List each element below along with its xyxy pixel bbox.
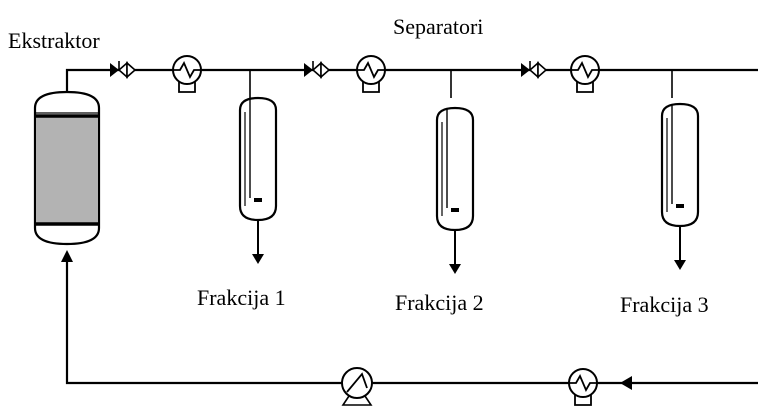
heat-exchanger-3: [570, 55, 600, 93]
extractor-outlet-pipe: [65, 68, 758, 92]
separator-2: [435, 106, 475, 276]
valve-3: [520, 60, 547, 78]
heat-exchanger-2: [356, 55, 386, 93]
fraction-3-label: Frakcija 3: [620, 292, 709, 317]
valve-2: [303, 60, 330, 78]
extractor-label: Ekstraktor: [8, 28, 100, 53]
recycle-arrow: [61, 250, 73, 262]
heat-exchanger-1: [172, 55, 202, 93]
separators-label: Separatori: [393, 14, 483, 39]
extractor-vessel: [33, 90, 101, 246]
recycle-pipe: [65, 256, 758, 385]
fraction-2-label: Frakcija 2: [395, 290, 484, 315]
recycle-pump: [341, 367, 373, 406]
separator-3: [660, 102, 700, 272]
fraction-1-label: Frakcija 1: [197, 285, 286, 310]
recycle-heat-exchanger: [568, 368, 598, 406]
valve-1: [109, 60, 136, 78]
separator-1: [238, 96, 278, 266]
recycle-inlet-arrow: [620, 376, 632, 390]
